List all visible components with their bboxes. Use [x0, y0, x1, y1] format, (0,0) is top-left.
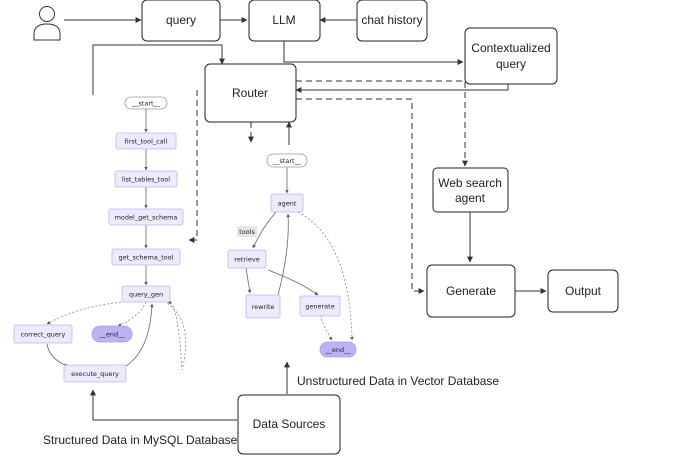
svg-text:agent: agent: [278, 200, 297, 208]
tools-label: tools: [237, 226, 257, 237]
svg-text:tools: tools: [239, 228, 255, 236]
rag-end-node: __end__: [319, 341, 357, 358]
svg-text:retrieve: retrieve: [234, 256, 259, 264]
structured-caption: Structured Data in MySQL Database: [43, 433, 238, 447]
sql-start-node: __start__: [124, 96, 168, 110]
svg-text:Output: Output: [565, 284, 602, 298]
rag-start-node: __start__: [266, 153, 308, 168]
svg-text:chat history: chat history: [361, 13, 422, 27]
unstructured-caption: Unstructured Data in Vector Database: [297, 374, 499, 388]
svg-text:__start__: __start__: [272, 157, 302, 165]
user-icon: [33, 6, 61, 41]
router-node: Router: [204, 63, 297, 123]
query-node: query: [141, 0, 221, 42]
get-schema-tool-node: get_schema_tool: [111, 248, 181, 266]
rewrite-node: rewrite: [245, 294, 281, 319]
svg-text:agent: agent: [455, 191, 486, 205]
web-search-agent-node: Web search agent: [432, 167, 509, 213]
rag-generate-node: generate: [299, 295, 341, 317]
svg-text:list_tables_tool: list_tables_tool: [122, 176, 170, 184]
svg-text:rewrite: rewrite: [252, 303, 275, 311]
svg-text:LLM: LLM: [272, 13, 295, 27]
svg-text:first_tool_call: first_tool_call: [125, 138, 168, 146]
sql-agent-graph: __start__ first_tool_call list_tables_to…: [13, 96, 187, 383]
main-connectors: [64, 17, 547, 421]
contextualized-query-node: Contextualized query: [464, 27, 558, 85]
first-tool-call-node: first_tool_call: [115, 132, 177, 150]
rag-graph-nodes: __start__ agent tools retrieve rewrite g…: [227, 153, 357, 358]
svg-text:Web search: Web search: [438, 176, 502, 190]
rag-agent-graph: __start__ agent tools retrieve rewrite g…: [227, 153, 357, 358]
query-gen-node: query_gen: [121, 285, 171, 303]
list-tables-tool-node: list_tables_tool: [114, 170, 178, 188]
svg-text:generate: generate: [305, 303, 334, 311]
svg-text:__start__: __start__: [131, 100, 161, 108]
retrieve-node: retrieve: [227, 249, 267, 269]
svg-text:execute_query: execute_query: [71, 370, 119, 378]
svg-text:query: query: [166, 13, 196, 27]
svg-text:Router: Router: [232, 86, 268, 100]
sql-graph-nodes: __start__ first_tool_call list_tables_to…: [13, 96, 184, 383]
svg-text:__end__: __end__: [98, 331, 125, 339]
agent-node: agent: [270, 193, 304, 213]
svg-text:correct_query: correct_query: [21, 331, 66, 339]
chat-history-node: chat history: [356, 0, 428, 42]
rag-graph-edges: [245, 167, 354, 341]
svg-text:Generate: Generate: [446, 284, 496, 298]
svg-text:get_schema_tool: get_schema_tool: [119, 254, 174, 262]
svg-text:__end__: __end__: [324, 346, 351, 354]
correct-query-node: correct_query: [13, 324, 73, 344]
model-get-schema-node: model_get_schema: [108, 208, 184, 226]
output-node: Output: [547, 269, 619, 313]
execute-query-node: execute_query: [63, 364, 127, 383]
llm-node: LLM: [248, 0, 321, 42]
data-sources-node: Data Sources: [237, 394, 341, 455]
generate-node: Generate: [426, 264, 516, 318]
svg-text:Data Sources: Data Sources: [253, 417, 326, 431]
sql-end-node: __end__: [91, 325, 133, 343]
svg-text:Contextualized: Contextualized: [471, 41, 550, 55]
svg-text:model_get_schema: model_get_schema: [115, 214, 178, 222]
svg-text:query: query: [496, 57, 526, 71]
svg-text:query_gen: query_gen: [129, 291, 163, 299]
